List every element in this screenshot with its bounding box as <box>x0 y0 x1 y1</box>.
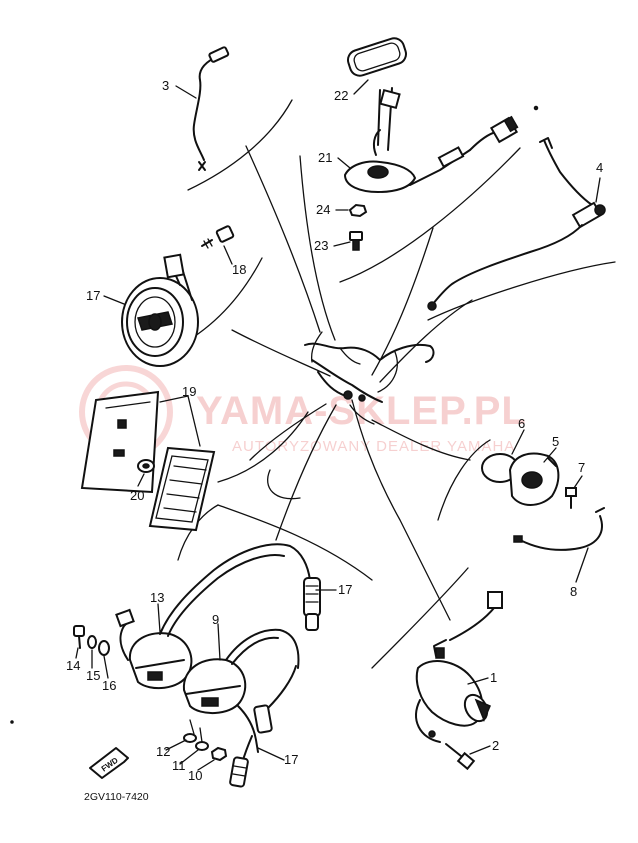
stray-dot <box>533 105 539 111</box>
part-18-horn[interactable] <box>121 253 199 367</box>
part-11-washer[interactable] <box>195 741 209 751</box>
callout-14: 14 <box>66 658 80 673</box>
callout-3: 3 <box>162 78 169 93</box>
part-1-starter-relay[interactable] <box>415 591 503 743</box>
group-boundaries <box>174 99 616 669</box>
callout-4: 4 <box>596 160 603 175</box>
callout-6: 6 <box>518 416 525 431</box>
watermark-sub-text: AUTORYZOWANY DEALER YAMAHA <box>232 438 515 455</box>
motorcycle-frame-sketch <box>304 331 435 425</box>
callout-16: 16 <box>102 678 116 693</box>
callout-13: 13 <box>150 590 164 605</box>
part-10-nut[interactable] <box>210 746 228 762</box>
part-5-neutral-switch[interactable] <box>508 452 560 506</box>
callout-7: 7 <box>578 460 585 475</box>
diagram-code: 2GV110-7420 <box>84 791 149 803</box>
part-12-washer[interactable] <box>183 733 197 743</box>
callout-numbers: 3 22 21 4 24 23 18 17 19 20 6 5 7 8 1 2 … <box>66 78 603 783</box>
callout-25: 24 <box>316 202 330 217</box>
callout-11: 11 <box>172 758 186 773</box>
callout-19: 18 <box>232 262 246 277</box>
part-7-screw[interactable] <box>565 487 577 509</box>
part-15-washer[interactable] <box>87 635 97 649</box>
callout-15: 15 <box>86 668 100 683</box>
callout-12: 12 <box>156 744 170 759</box>
part-2-bolt[interactable] <box>445 743 476 771</box>
part-19-bolt[interactable] <box>201 225 235 249</box>
callout-8: 8 <box>570 584 577 599</box>
part-24-screw[interactable] <box>349 231 363 251</box>
callout-20: 19 <box>182 384 196 399</box>
callout-21: 20 <box>130 488 144 503</box>
part-21-grommet[interactable] <box>137 459 155 473</box>
hardware-leader <box>189 719 203 743</box>
callout-17-upper: 17 <box>338 582 352 597</box>
part-14-bolt[interactable] <box>73 625 85 649</box>
callout-24: 23 <box>314 238 328 253</box>
callout-17-lower: 17 <box>284 752 298 767</box>
part-23-gasket[interactable] <box>345 36 408 79</box>
callout-10: 10 <box>188 768 202 783</box>
callout-leaders <box>75 79 601 771</box>
callout-2: 2 <box>492 738 499 753</box>
part-25-nut[interactable] <box>348 203 368 218</box>
callout-23: 22 <box>334 88 348 103</box>
callout-5: 5 <box>552 434 559 449</box>
callout-9: 9 <box>212 612 219 627</box>
callout-22: 21 <box>318 150 332 165</box>
callout-18: 17 <box>86 288 100 303</box>
stray-dot-left <box>10 720 14 724</box>
part-4-switch[interactable] <box>427 137 606 311</box>
part-13-ignition-coil[interactable] <box>115 543 321 690</box>
callout-1: 1 <box>490 670 497 685</box>
leader-lines <box>231 145 473 621</box>
part-22-fuel-sender[interactable] <box>343 87 519 194</box>
part-16-washer[interactable] <box>98 640 110 656</box>
forward-arrow: FWD <box>89 747 129 779</box>
part-3-sensor-lead[interactable] <box>192 46 230 171</box>
part-9-ignition-coil[interactable] <box>182 628 300 788</box>
part-8-lead-wire[interactable] <box>513 507 605 551</box>
